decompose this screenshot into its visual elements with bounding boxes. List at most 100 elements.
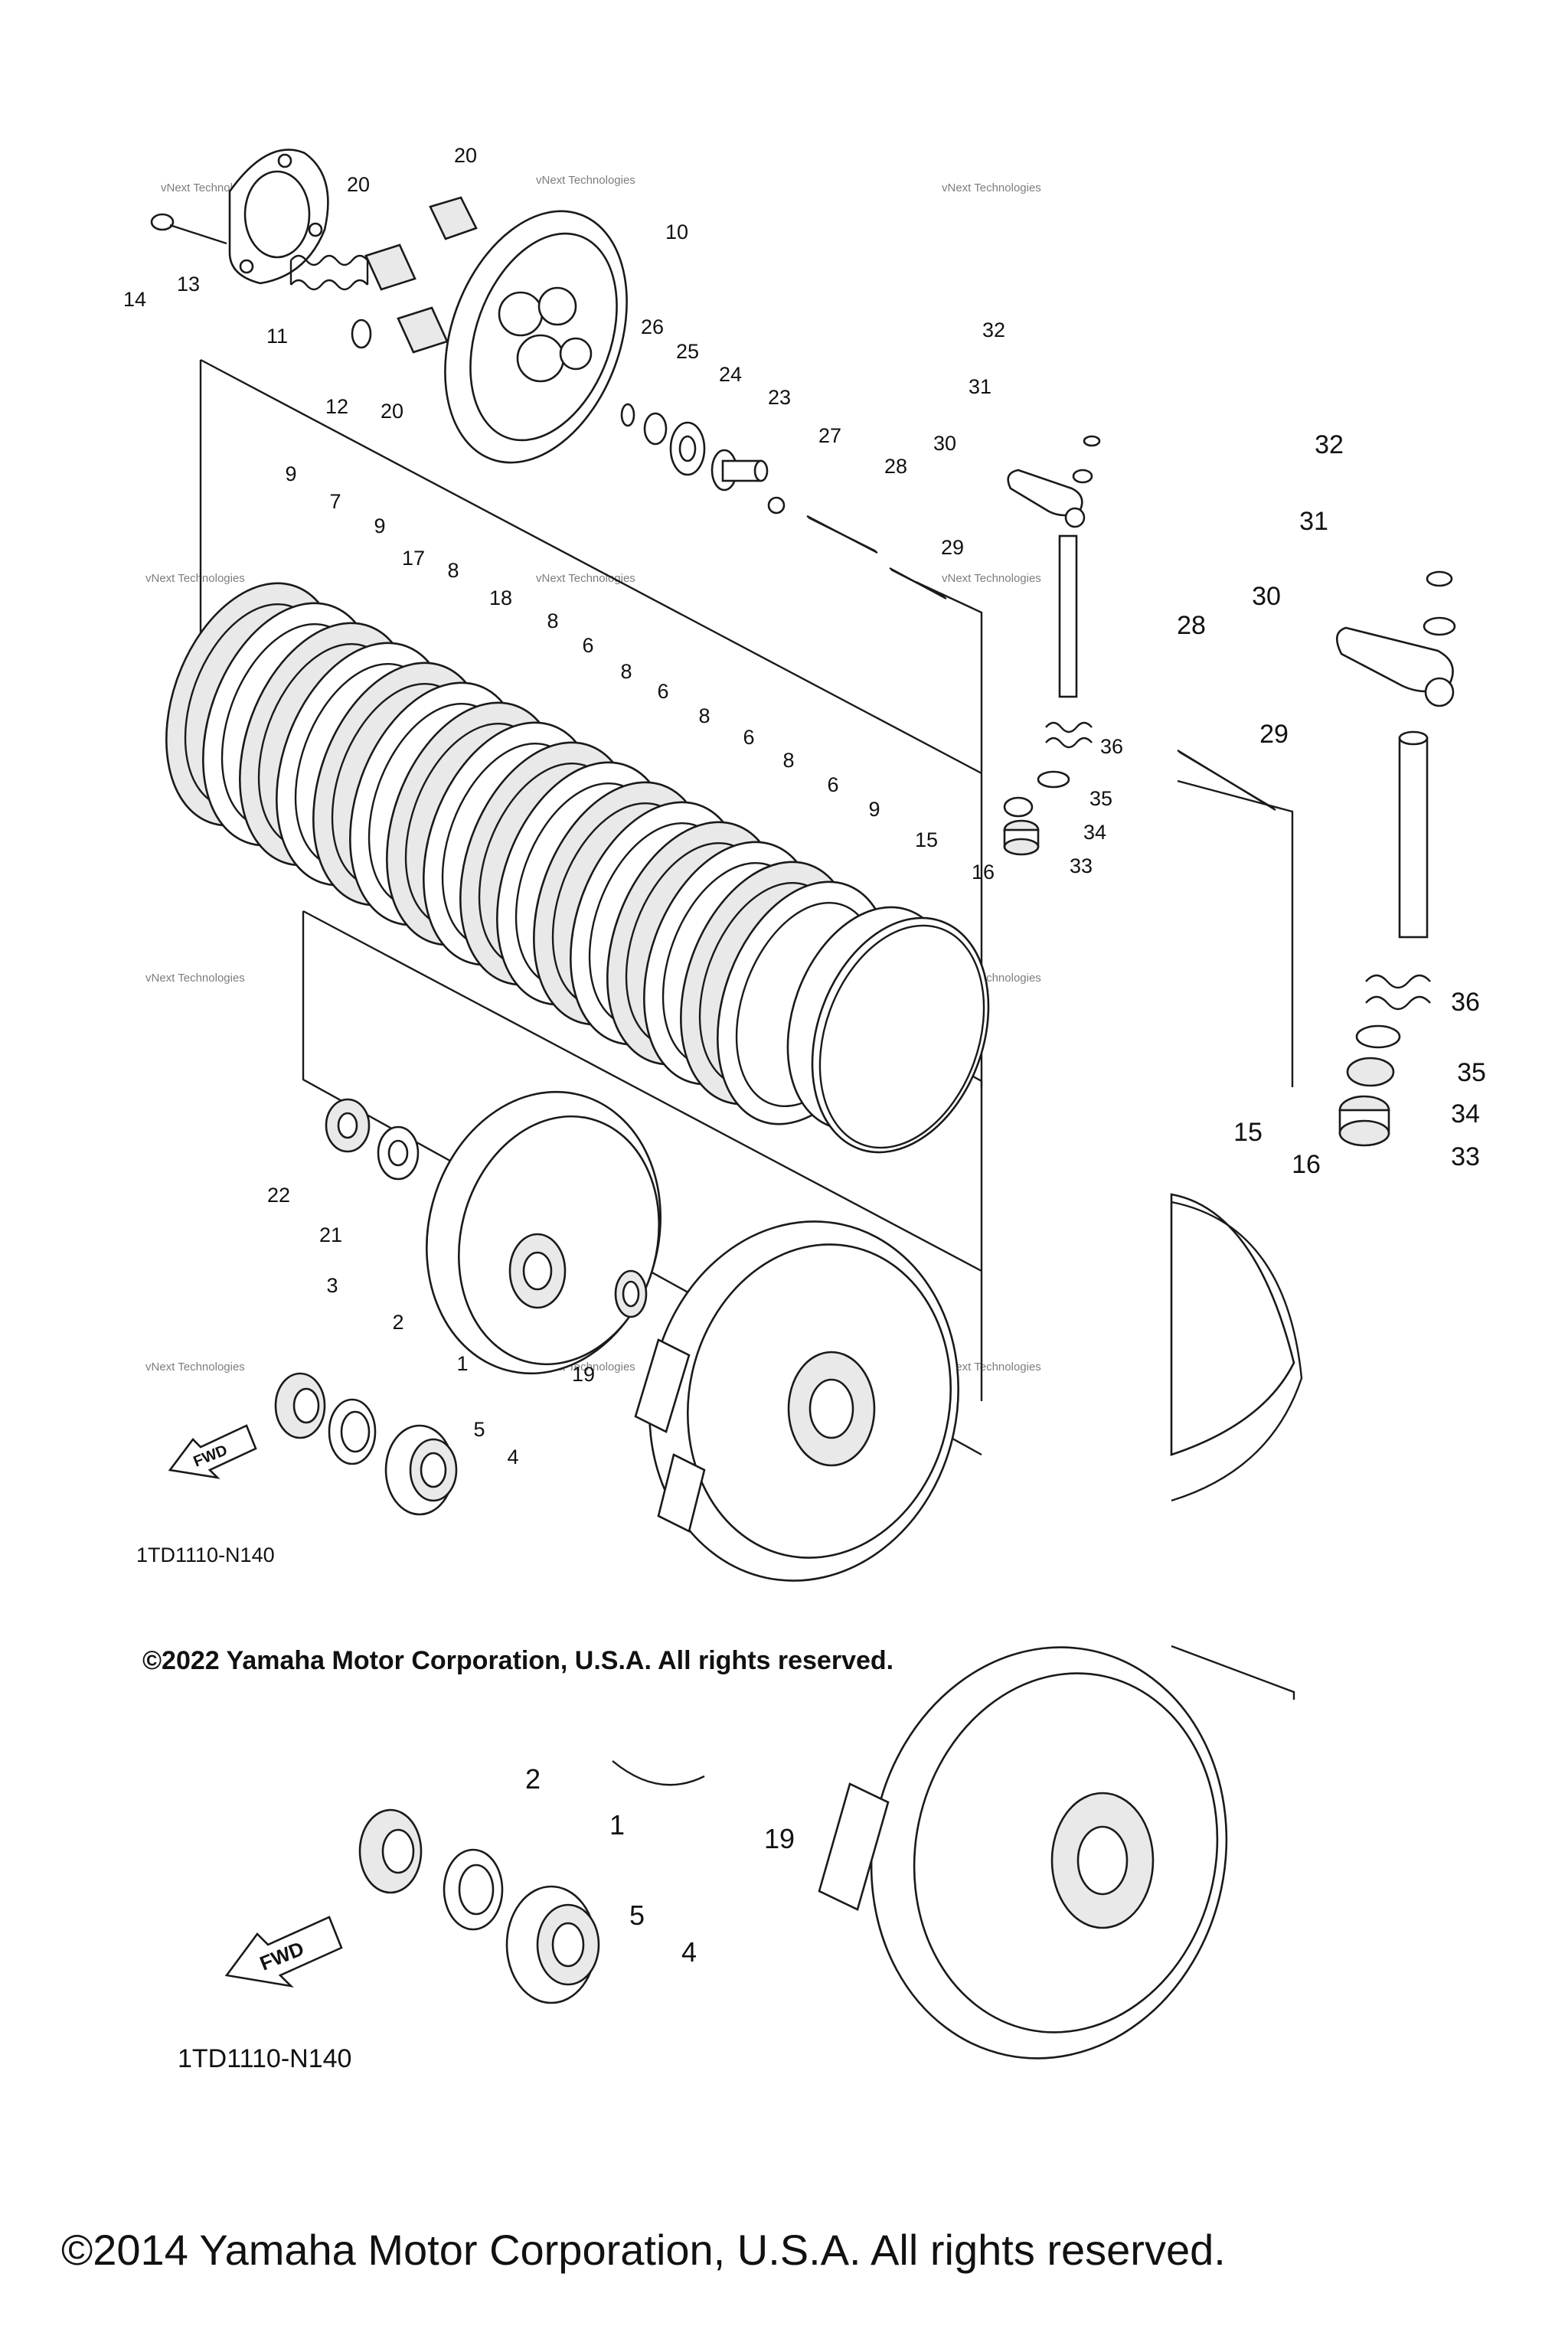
fwd-arrow-icon: FWD [168, 1424, 257, 1479]
watermark-text: vNext Technologies [145, 972, 245, 985]
callout-8: 8 [782, 749, 794, 772]
assembly-bracket-line [1171, 1645, 1295, 1700]
diagram-code-enlarged: 1TD1110-N140 [178, 2044, 351, 2073]
callout-8: 8 [447, 559, 459, 582]
callout-17: 17 [402, 547, 425, 570]
callout-5: 5 [629, 1900, 645, 1931]
callout-6: 6 [582, 634, 593, 657]
callout-8: 8 [620, 660, 632, 683]
callout-30: 30 [1252, 582, 1281, 611]
callout-31: 31 [969, 375, 991, 398]
bearing-24 [669, 421, 706, 476]
callouts-upper: 1413111220202010262524232728323130293635… [123, 144, 1123, 1468]
callout-20: 20 [347, 173, 370, 196]
washer-2-enlarged [443, 1848, 504, 1931]
pressure-plate-13 [228, 149, 329, 285]
callout-28: 28 [1177, 611, 1206, 640]
callout-13: 13 [177, 273, 200, 296]
push-rod-28-right [1177, 749, 1276, 812]
washer-25 [643, 412, 668, 446]
callout-34: 34 [1451, 1099, 1480, 1129]
weight-20-b [364, 243, 416, 291]
callout-11: 11 [266, 325, 288, 348]
callout-4: 4 [681, 1936, 697, 1968]
clutch-boss-5 [426, 1090, 662, 1375]
push-lever-assembly-upper [1003, 435, 1101, 856]
callout-29: 29 [941, 536, 964, 559]
assembly-bracket-line [915, 580, 983, 1087]
fwd-arrow-icon: FWD [224, 1916, 343, 1988]
callout-15: 15 [1233, 1118, 1263, 1147]
callout-30: 30 [933, 432, 956, 455]
callout-3: 3 [326, 1274, 338, 1297]
callout-25: 25 [676, 340, 699, 363]
callout-23: 23 [768, 386, 791, 409]
callout-27: 27 [818, 424, 841, 447]
callout-2: 2 [392, 1311, 403, 1334]
weight-20-a [429, 196, 478, 240]
callout-35: 35 [1457, 1058, 1486, 1087]
callout-10: 10 [665, 220, 688, 243]
callout-7: 7 [329, 490, 341, 513]
nut-22 [325, 1098, 371, 1153]
push-lever-assembly-right [1335, 570, 1456, 1147]
callout-1: 1 [456, 1352, 468, 1375]
callout-32: 32 [982, 318, 1005, 341]
callout-14: 14 [123, 288, 146, 311]
callout-15: 15 [915, 828, 938, 851]
clutch-boss-5-partial [612, 1760, 705, 1786]
spring-11 [289, 254, 369, 291]
clutch-boss-10 [444, 210, 628, 464]
push-rod-28 [806, 514, 947, 600]
primary-drive-gear-1-enlarged [505, 1885, 600, 2004]
callout-32: 32 [1315, 430, 1344, 459]
callout-34: 34 [1083, 821, 1106, 844]
cushion-ring-15-partial [1170, 1193, 1295, 1456]
watermark-text: vNext Technologies [942, 572, 1041, 585]
callout-2: 2 [525, 1763, 541, 1795]
callout-16: 16 [1292, 1150, 1321, 1179]
friction-plate-stack [165, 582, 891, 1125]
callout-6: 6 [743, 726, 754, 749]
bolt-14 [150, 213, 227, 245]
callout-6: 6 [657, 680, 668, 703]
callout-35: 35 [1089, 787, 1112, 810]
assembly-bracket-line [302, 910, 982, 1272]
spacer-3 [274, 1372, 326, 1439]
callout-16: 16 [972, 861, 995, 884]
watermark-text: vNext Technologies [536, 174, 635, 187]
weight-20-c [397, 306, 449, 354]
callout-33: 33 [1070, 854, 1093, 877]
watermark-text: vNext Technologies [145, 572, 245, 585]
clutch-housing-4 [634, 1220, 959, 1582]
seat-plate-16-partial [1171, 1200, 1303, 1502]
callout-4: 4 [507, 1446, 518, 1468]
callout-9: 9 [868, 798, 880, 821]
washer-2 [328, 1398, 377, 1465]
callout-26: 26 [641, 315, 664, 338]
callout-18: 18 [489, 586, 512, 609]
callout-33: 33 [1451, 1142, 1480, 1171]
push-rod-23 [710, 449, 769, 492]
upper-copyright: ©2022 Yamaha Motor Corporation, U.S.A. A… [142, 1646, 893, 1675]
spacer-3-enlarged [358, 1808, 423, 1894]
callout-20: 20 [381, 400, 403, 423]
callout-8: 8 [698, 704, 710, 727]
assembly-bracket-line [1177, 779, 1294, 1087]
watermark-text: vNext Technologies [145, 1361, 245, 1374]
callout-28: 28 [884, 455, 907, 478]
callout-24: 24 [719, 363, 742, 386]
washer-26 [620, 403, 635, 427]
ball-27 [767, 496, 786, 514]
callout-8: 8 [547, 609, 558, 632]
primary-drive-gear-1 [384, 1424, 458, 1516]
bearing-19 [614, 1269, 648, 1318]
callout-29: 29 [1259, 720, 1289, 749]
watermark-text: vNext Technologies [942, 1361, 1041, 1374]
callout-1: 1 [609, 1809, 625, 1841]
callout-20: 20 [454, 144, 477, 167]
